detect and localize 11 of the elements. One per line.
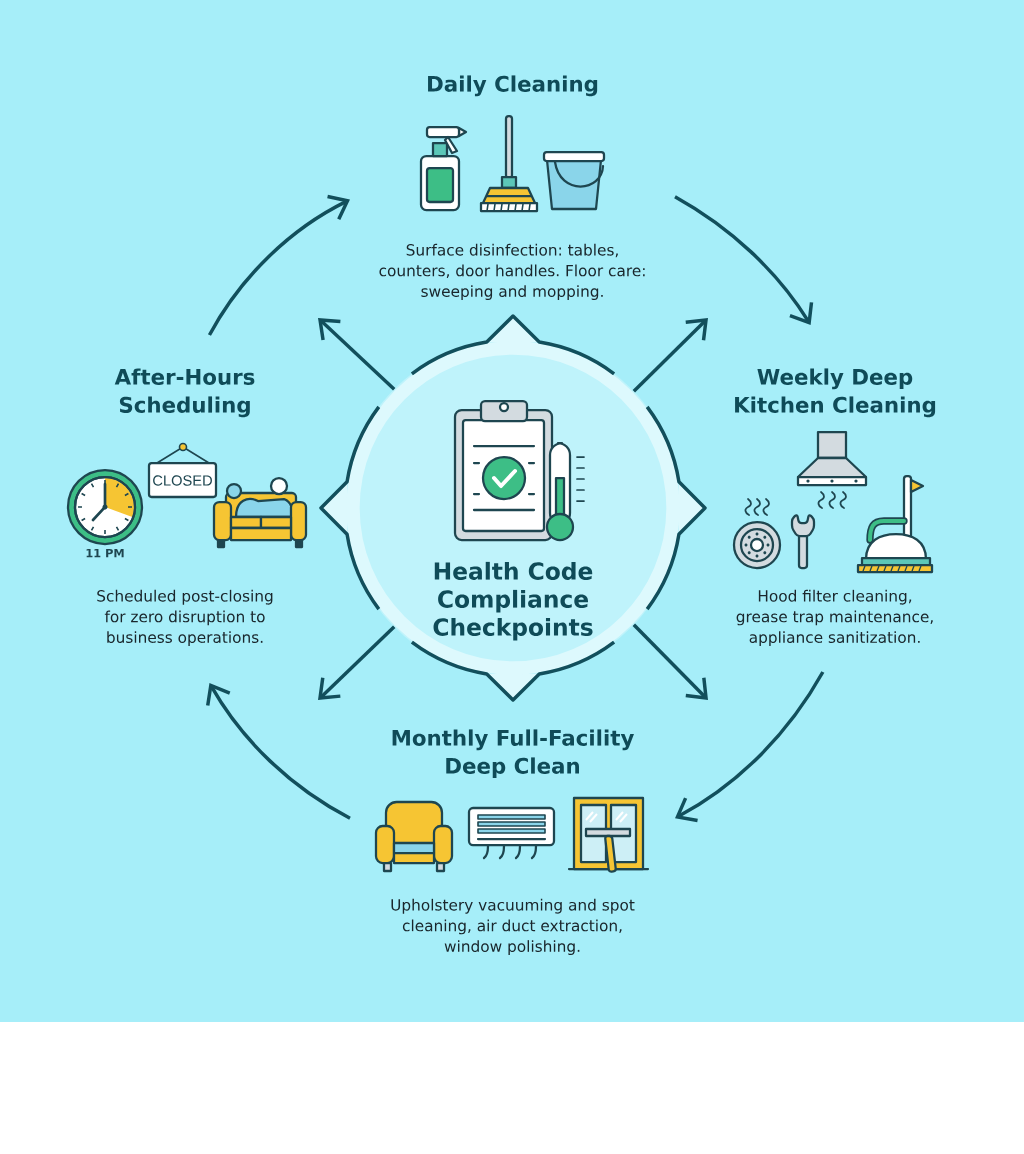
closed-sign: CLOSED xyxy=(147,442,218,499)
step-heading: Monthly Full-Facility Deep Clean xyxy=(392,729,634,779)
hub-title: Health Code Compliance Checkpoints xyxy=(433,561,593,641)
step-description: Upholstery vacuuming and spot cleaning, air duct extraction, window polishing. xyxy=(391,898,635,955)
step-heading: After-Hours Scheduling xyxy=(114,368,255,418)
step-heading: Weekly Deep Kitchen Cleaning xyxy=(735,368,936,418)
step-description: Hood filter cleaning, grease trap maintenance, appliance sanitization. xyxy=(736,589,933,646)
step-description: Surface disinfection: tables, counters, door handles. Floor care: sweeping and mopping. xyxy=(379,243,645,300)
time-label: 11 PM xyxy=(86,548,124,558)
step-heading: Daily Cleaning xyxy=(428,75,598,97)
step-description: Scheduled post-closing for zero disruption to business operations. xyxy=(97,589,273,646)
